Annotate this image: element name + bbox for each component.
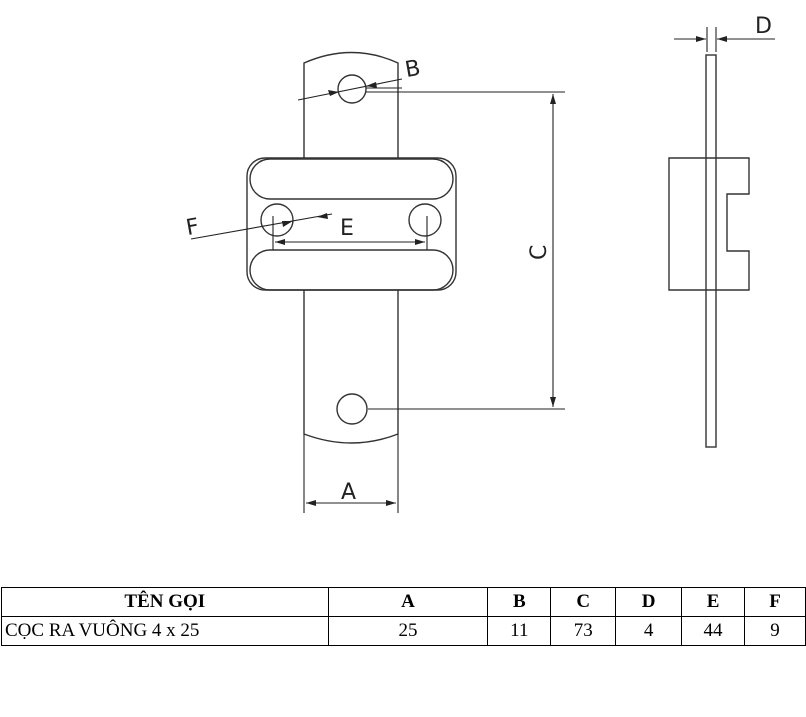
dimension-label-a: A [341,480,356,505]
side-clamp [668,157,750,291]
cell-name: CỌC RA VUÔNG 4 x 25 [1,616,329,646]
dimension-label-b: B [403,56,422,83]
technical-drawing: A B C D E F [184,14,775,513]
cell-c: 73 [550,616,617,646]
table-row: CỌC RA VUÔNG 4 x 25 25 11 73 4 44 9 [1,616,806,646]
left-side-hole [260,203,294,237]
header-e: E [681,587,746,617]
top-hole [337,74,367,104]
bottom-hole [336,393,368,425]
header-name: TÊN GỌI [1,587,329,617]
right-side-hole [408,203,442,237]
clamp-upper-slot [249,158,454,200]
cell-e: 44 [681,616,746,646]
header-b: B [487,587,552,617]
header-f: F [744,587,806,617]
dimension-label-d: D [755,14,772,39]
dimension-label-c: C [527,245,552,260]
cell-d: 4 [615,616,683,646]
table-header-row: TÊN GỌI A B C D E F [1,587,806,617]
cell-a: 25 [327,616,489,646]
terminal-bar [303,51,399,444]
header-d: D [615,587,683,617]
dimension-label-e: E [340,216,354,241]
header-a: A [327,587,489,617]
cell-f: 9 [744,616,806,646]
cell-b: 11 [487,616,552,646]
dimension-label-f: F [184,214,201,241]
specification-table: TÊN GỌI A B C D E F CỌC RA VUÔNG 4 x 25 … [1,587,806,646]
clamp-lower-slot [249,249,454,291]
side-bar [705,54,717,448]
header-c: C [550,587,617,617]
